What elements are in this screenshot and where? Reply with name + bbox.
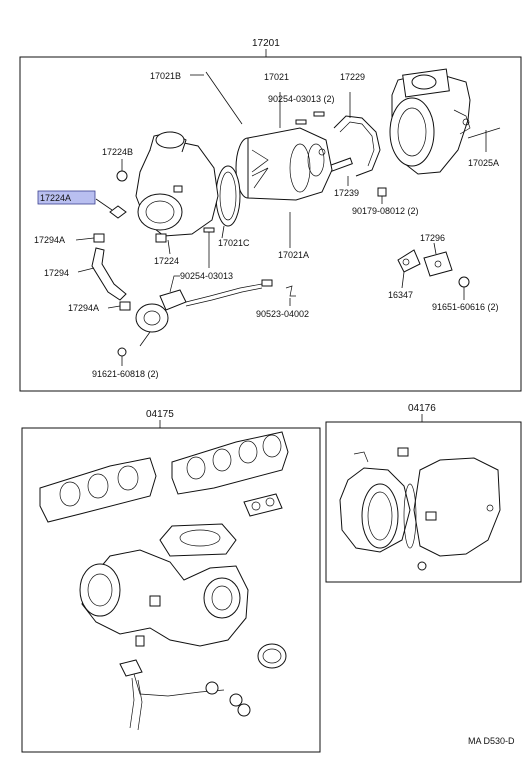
bolt-pair-90254 [295, 111, 325, 125]
seal-04176 [417, 561, 427, 571]
center-cartridge [235, 92, 333, 201]
oil-pipe-04175 [119, 659, 225, 731]
gasket-round-04175 [257, 643, 287, 669]
label-16347: 16347 [388, 290, 413, 300]
label-90523-04002: 90523-04002 [256, 309, 309, 319]
bolt-91651 [458, 276, 470, 300]
assembly-label-04175: 04175 [146, 409, 174, 420]
label-91651-60616: 91651-60616 (2) [432, 302, 499, 312]
gasket-17021C [215, 165, 241, 239]
label-17224A[interactable]: 17224A [40, 193, 71, 203]
label-17224B: 17224B [102, 147, 133, 157]
turbo-assembly-04175 [79, 523, 249, 647]
clip-17294A-bottom [107, 301, 131, 311]
lower-left-box-frame [21, 427, 321, 753]
gasket-16347 [397, 249, 421, 289]
clip-17294A-top [75, 233, 105, 243]
bolt-91621 [117, 347, 127, 366]
label-17294: 17294 [44, 268, 69, 278]
label-17229: 17229 [340, 72, 365, 82]
part-17224A [95, 198, 127, 219]
compressor-housing [135, 131, 219, 255]
label-17239: 17239 [334, 188, 359, 198]
label-17021A: 17021A [278, 250, 309, 260]
turbo-assembly-04176 [339, 447, 501, 557]
bolt-90179 [377, 187, 387, 204]
label-17224: 17224 [154, 256, 179, 266]
label-17021: 17021 [264, 72, 289, 82]
part-17224B [116, 159, 128, 182]
gasket-small-lower-left [243, 493, 283, 517]
label-90254-03013-2: 90254-03013 (2) [268, 94, 335, 104]
label-91621-60818: 91621-60818 (2) [92, 369, 159, 379]
assembly-label-04176: 04176 [408, 403, 436, 414]
stud-17021B [190, 71, 243, 125]
label-17296: 17296 [420, 233, 445, 243]
highlight-17224A[interactable] [37, 190, 96, 205]
diagram-code: MA D530-D [468, 736, 515, 746]
bolt-90254-single [203, 227, 215, 268]
label-17025A: 17025A [468, 158, 499, 168]
small-seals-04175 [205, 681, 251, 717]
lower-right-box-frame [325, 421, 522, 583]
label-17294A-bottom: 17294A [68, 303, 99, 313]
label-17021C: 17021C [218, 238, 250, 248]
lower-left-group: 04175 [21, 409, 321, 753]
label-17294A-top: 17294A [34, 235, 65, 245]
lower-right-group: 04176 [325, 403, 522, 583]
label-17021B: 17021B [150, 71, 181, 81]
stud-17025A [467, 127, 501, 152]
assembly-label-17201: 17201 [252, 38, 280, 49]
wastegate-actuator [135, 275, 273, 347]
upper-box-frame [19, 56, 522, 392]
clip-90523 [285, 285, 296, 306]
gasket-manifold-right [171, 431, 289, 495]
label-90254-03013: 90254-03013 [180, 271, 233, 281]
clamp-17229 [328, 92, 381, 186]
upper-assembly-group: 17201 [19, 38, 522, 392]
turbine-housing [389, 68, 471, 175]
label-90179-08012: 90179-08012 (2) [352, 206, 419, 216]
flange-17296 [423, 242, 453, 277]
gasket-manifold-left [39, 457, 157, 523]
hose-17294 [77, 247, 127, 301]
